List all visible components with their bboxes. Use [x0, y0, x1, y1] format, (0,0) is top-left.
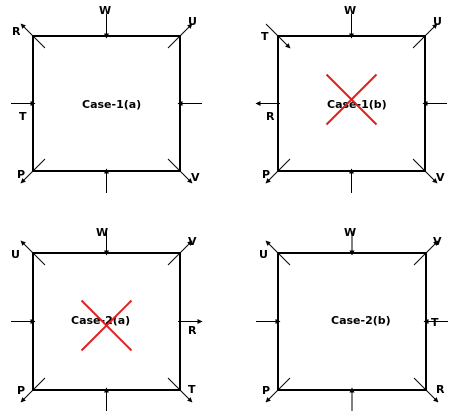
panel-case-1a: Case-1(a) R W U T P V [11, 4, 202, 193]
force-arrow-bottom-right [413, 377, 439, 403]
label-top-left: T [261, 30, 269, 43]
label-bottom-left: P [17, 384, 25, 397]
label-top: W [96, 226, 108, 239]
case-label: Case-1(a) [82, 98, 141, 111]
panel-arrows [256, 231, 448, 411]
force-arrow-top-right [412, 23, 438, 49]
cross-out-mark [325, 73, 378, 126]
force-arrow-bottom-left [265, 377, 291, 403]
label-top-left: R [12, 25, 21, 38]
label-left: T [19, 110, 27, 123]
force-arrow-top-left [20, 240, 46, 266]
force-arrow-bottom-left [20, 158, 46, 184]
cross-out-mark [80, 299, 133, 352]
cross-stroke-2 [325, 73, 378, 126]
label-top: W [344, 4, 356, 17]
panel-case-2a: Case-2(a) U W V R P T [11, 226, 203, 411]
force-arrow-top-left [20, 23, 46, 49]
label-bottom-right: T [188, 383, 196, 396]
force-arrow-bottom-right [167, 158, 193, 184]
label-right: T [431, 316, 439, 329]
case-label: Case-2(b) [331, 314, 391, 327]
force-arrow-bottom-left [20, 377, 46, 403]
force-arrow-bottom-left [265, 158, 291, 184]
label-bottom-left: P [262, 168, 270, 181]
label-top: W [344, 226, 356, 239]
label-bottom-right: R [436, 383, 445, 396]
label-bottom-left: P [262, 384, 270, 397]
label-top-right: U [188, 15, 197, 28]
force-arrow-top-right [413, 240, 439, 266]
force-arrow-top-left [265, 23, 291, 49]
label-top: W [99, 4, 111, 17]
label-left: R [266, 110, 275, 123]
label-top-right: V [188, 235, 197, 248]
force-arrow-bottom-right [167, 377, 193, 403]
panel-arrows [255, 14, 447, 193]
panel-case-2b: Case-2(b) U W V T P R [256, 226, 448, 411]
panel-case-1b: Case-1(b) T W U R P V [255, 4, 447, 193]
label-bottom-right: V [191, 171, 200, 184]
force-arrow-top-left [265, 240, 291, 266]
label-top-left: U [11, 248, 20, 261]
label-top-right: V [433, 235, 442, 248]
label-top-right: U [433, 15, 442, 28]
panel-arrows [11, 231, 203, 411]
panel-arrows [11, 14, 202, 193]
force-arrow-bottom-right [412, 158, 438, 184]
force-arrow-top-right [167, 240, 193, 266]
cross-stroke-2 [80, 299, 133, 352]
label-top-left: U [259, 248, 268, 261]
label-bottom-left: P [17, 168, 25, 181]
label-right: R [188, 324, 197, 337]
force-arrow-top-right [167, 23, 193, 49]
label-bottom-right: V [436, 171, 445, 184]
